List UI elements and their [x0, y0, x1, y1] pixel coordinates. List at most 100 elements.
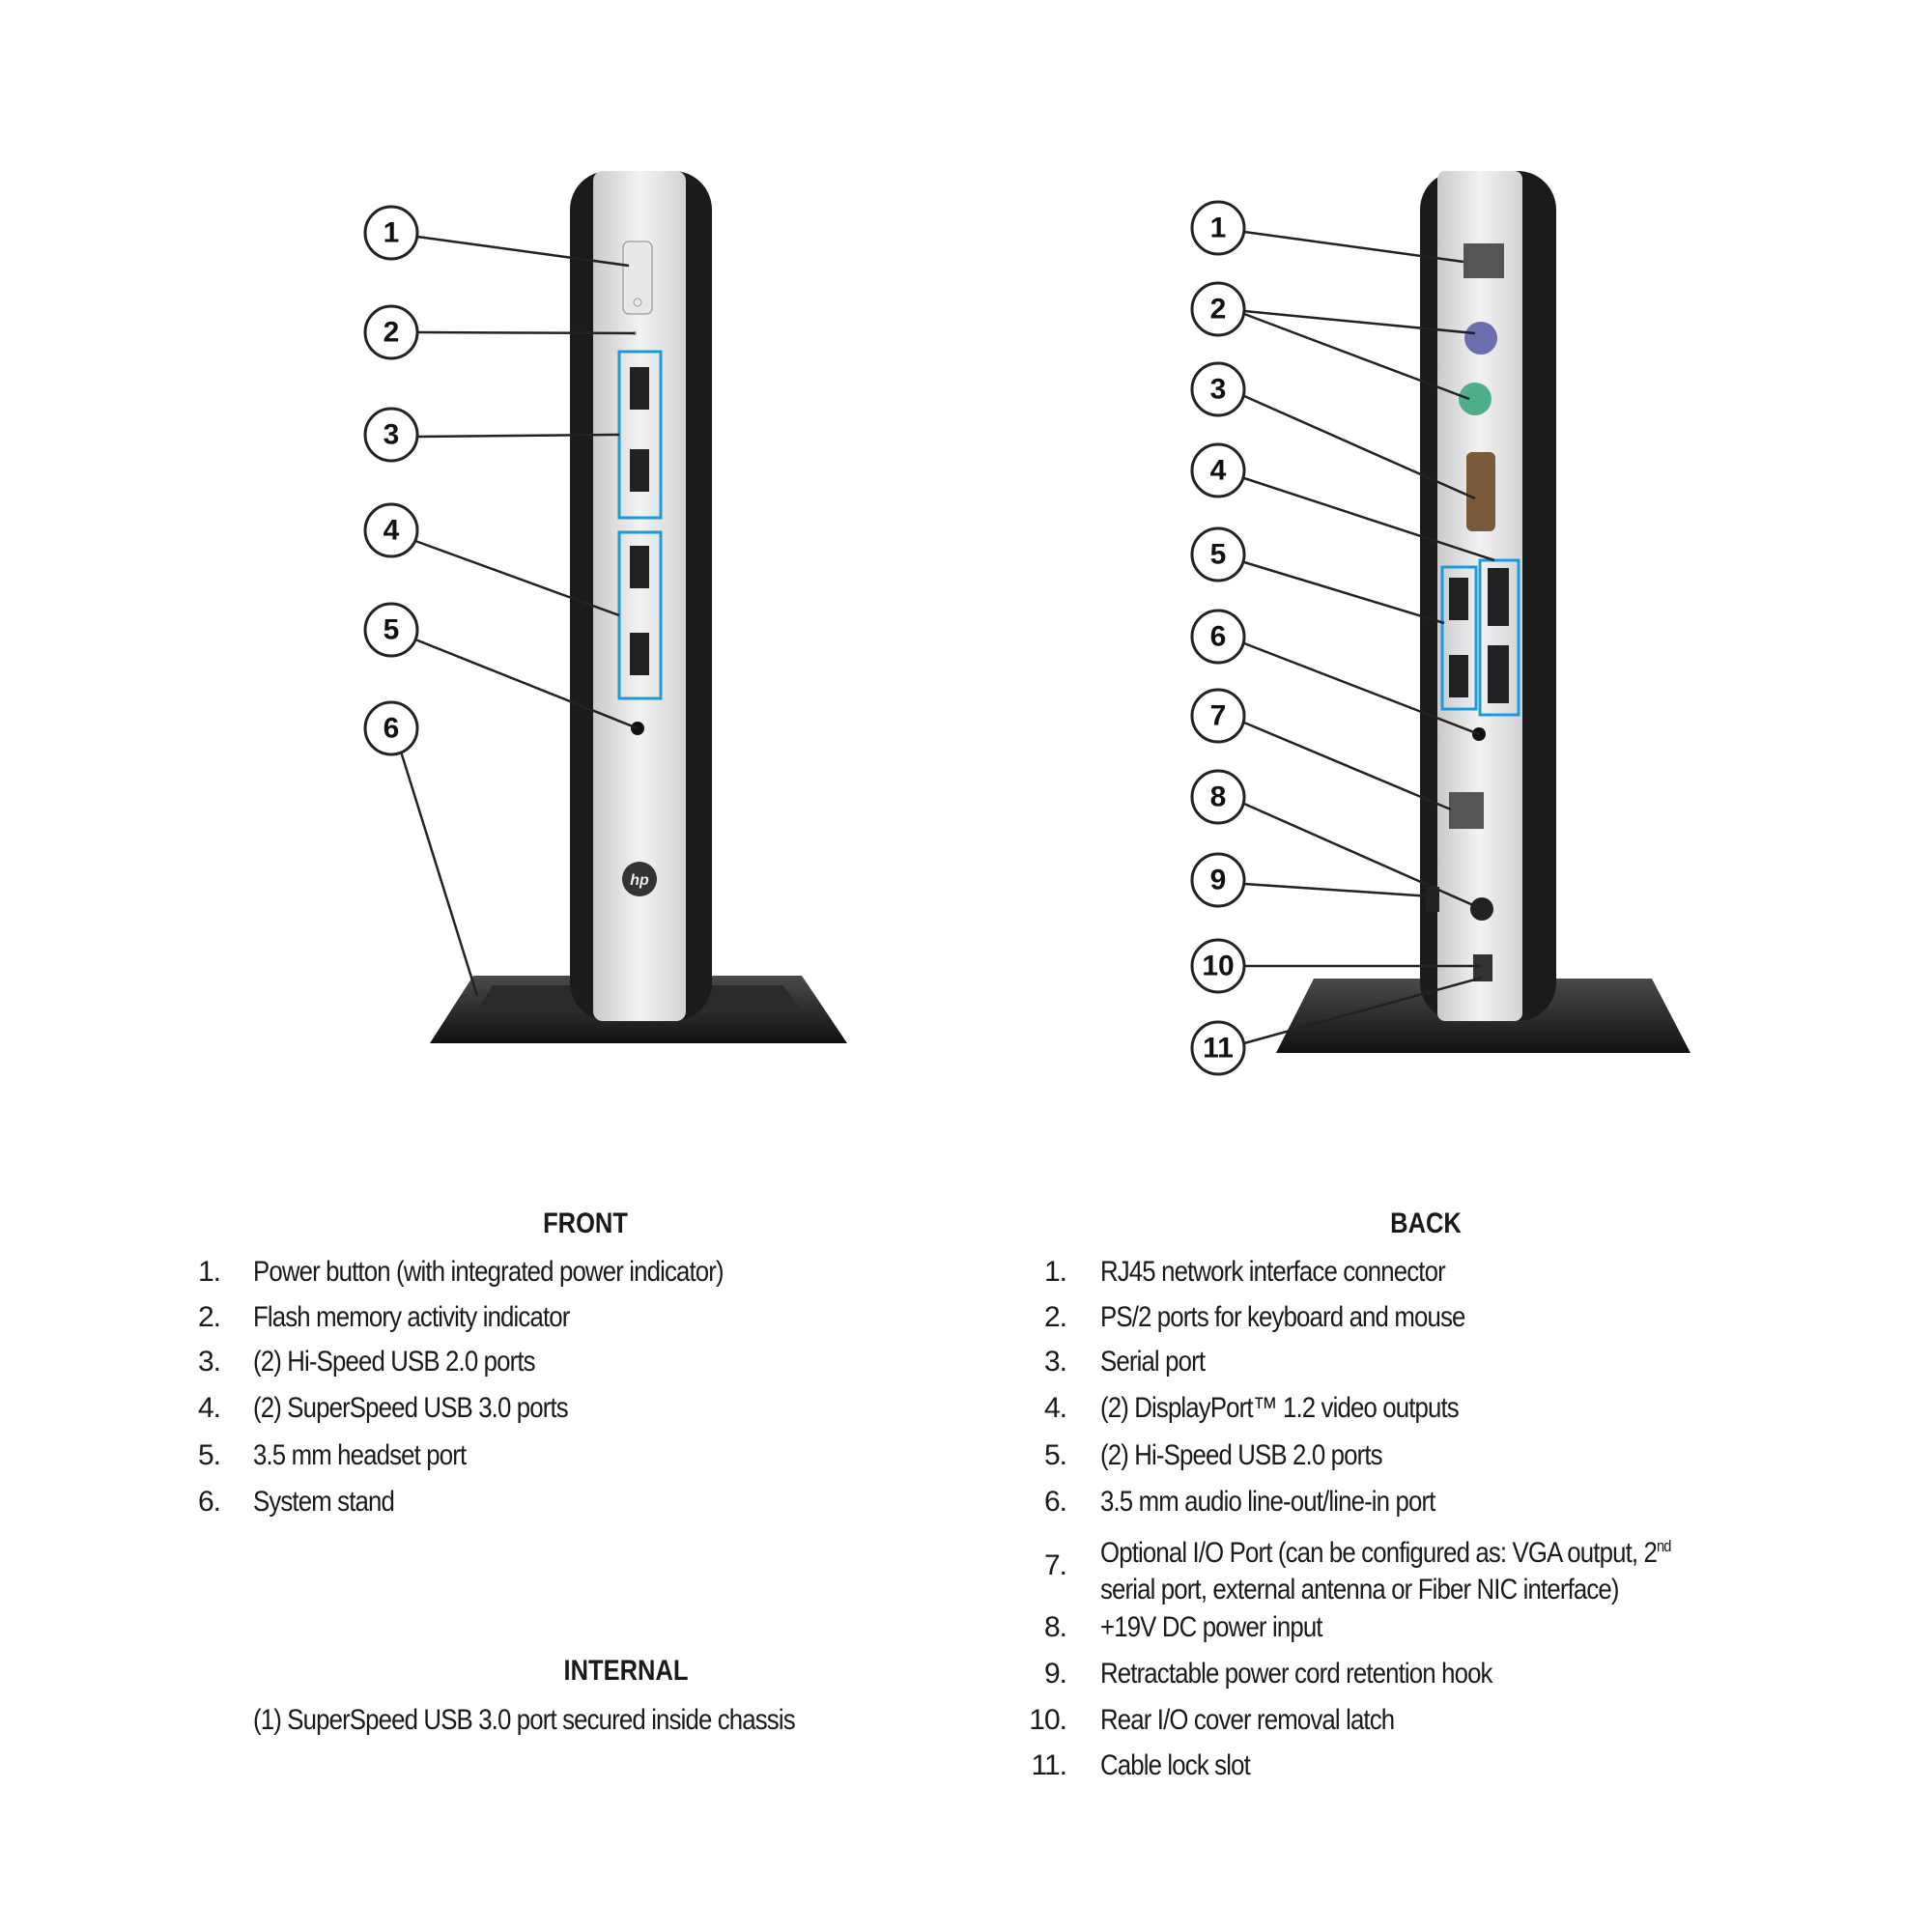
callout-number: 8	[1210, 781, 1227, 813]
item-text: (2) SuperSpeed USB 3.0 ports	[253, 1390, 569, 1427]
displayport	[1488, 568, 1509, 626]
callout-circle	[1190, 938, 1246, 994]
item-number: 5.	[197, 1439, 221, 1471]
item-number: 3.	[1043, 1346, 1067, 1378]
displayport	[1488, 645, 1509, 703]
callout-number: 2	[384, 317, 400, 349]
item-text-line: Power button (with integrated power indi…	[253, 1256, 724, 1288]
serial-port	[1466, 452, 1495, 531]
item-number: 10.	[1029, 1704, 1067, 1736]
item-text-line: Rear I/O cover removal latch	[1100, 1704, 1395, 1736]
rj45-port	[1463, 243, 1504, 278]
callout-circle	[363, 700, 419, 756]
callout-circle	[1190, 442, 1246, 498]
internal-text: (1) SuperSpeed USB 3.0 port secured insi…	[253, 1704, 796, 1736]
item-number: 4.	[1043, 1392, 1067, 1424]
item-text: System stand	[253, 1484, 395, 1520]
callout-circle	[1190, 609, 1246, 665]
item-text: 3.5 mm audio line-out/line-in port	[1100, 1484, 1435, 1520]
item-text: (2) DisplayPort™ 1.2 video outputs	[1100, 1390, 1460, 1427]
internal-heading: INTERNAL	[563, 1655, 689, 1687]
callout-number: 5	[384, 614, 400, 646]
item-text: RJ45 network interface connector	[1100, 1254, 1446, 1291]
item-text-line: Serial port	[1100, 1346, 1206, 1378]
item-text-line: (2) SuperSpeed USB 3.0 ports	[253, 1392, 569, 1424]
item-text: (2) Hi-Speed USB 2.0 ports	[1100, 1437, 1383, 1474]
item-text: Retractable power cord retention hook	[1100, 1656, 1492, 1692]
usb-port-icon	[630, 449, 649, 492]
item-number: 6.	[197, 1486, 221, 1518]
callout-circle	[363, 502, 419, 558]
callout-circle	[1190, 200, 1246, 256]
callout-number: 11	[1203, 1033, 1234, 1065]
callout-number: 6	[384, 713, 400, 745]
callout-number: 7	[1210, 700, 1227, 732]
callout-circle	[1190, 281, 1246, 337]
item-text-line: System stand	[253, 1486, 395, 1518]
ps2-keyboard-port	[1464, 322, 1497, 355]
item-text-line: 3.5 mm headset port	[253, 1439, 467, 1471]
callout-circle	[363, 304, 419, 360]
item-text-line: (2) Hi-Speed USB 2.0 ports	[1100, 1439, 1383, 1471]
item-text-line: (2) DisplayPort™ 1.2 video outputs	[1100, 1392, 1460, 1424]
optional-io-port	[1449, 792, 1484, 829]
back-heading: BACK	[1390, 1208, 1462, 1239]
item-text-line: Cable lock slot	[1100, 1749, 1251, 1781]
item-text-line: Retractable power cord retention hook	[1100, 1658, 1492, 1690]
callout-circle	[1190, 852, 1246, 908]
callout-circle	[1190, 1020, 1246, 1076]
item-text: 3.5 mm headset port	[253, 1437, 467, 1474]
power-icon	[633, 298, 642, 307]
cable-lock-slot	[1473, 954, 1492, 981]
usb-port-icon	[630, 633, 649, 675]
item-text-line: 3.5 mm audio line-out/line-in port	[1100, 1486, 1435, 1518]
item-text: Power button (with integrated power indi…	[253, 1254, 724, 1291]
item-number: 9.	[1043, 1658, 1067, 1690]
item-number: 6.	[1043, 1486, 1067, 1518]
callout-number: 3	[384, 419, 400, 451]
item-number: 1.	[1043, 1256, 1067, 1288]
item-text-line: Flash memory activity indicator	[253, 1301, 570, 1333]
item-text: +19V DC power input	[1100, 1609, 1322, 1646]
cord-hook	[1426, 887, 1439, 912]
callout-number: 6	[1210, 621, 1227, 653]
item-text-line: serial port, external antenna or Fiber N…	[1100, 1574, 1619, 1605]
back-device	[1276, 171, 1690, 1053]
item-number: 3.	[197, 1346, 221, 1378]
callout-circle	[363, 407, 419, 463]
callout-number: 10	[1202, 951, 1234, 982]
callout-circle	[1190, 688, 1246, 744]
svg-text:hp: hp	[630, 872, 649, 889]
item-number: 11.	[1031, 1749, 1067, 1781]
callout-circle	[363, 205, 419, 261]
callout-number: 3	[1210, 374, 1227, 406]
leader-lines	[399, 230, 1495, 1045]
hp-logo	[622, 862, 657, 896]
item-text-line: (2) Hi-Speed USB 2.0 ports	[253, 1346, 536, 1378]
ps2-mouse-port	[1459, 383, 1492, 415]
callout-number: 4	[1210, 455, 1227, 487]
callout-circle	[1190, 526, 1246, 582]
front-heading: FRONT	[543, 1208, 628, 1239]
item-text-line: PS/2 ports for keyboard and mouse	[1100, 1301, 1465, 1333]
item-text: (2) Hi-Speed USB 2.0 ports	[253, 1344, 536, 1380]
item-text: Cable lock slot	[1100, 1747, 1251, 1784]
callout-number: 4	[384, 515, 400, 547]
usb-port-icon	[630, 367, 649, 410]
item-number: 2.	[1043, 1301, 1067, 1333]
item-number: 1.	[197, 1256, 221, 1288]
item-number: 8.	[1043, 1611, 1067, 1643]
item-text: Flash memory activity indicator	[253, 1299, 570, 1336]
superscript: nd	[1656, 1537, 1671, 1555]
callout-circle	[1190, 361, 1246, 417]
item-text: Optional I/O Port (can be configured as:…	[1100, 1528, 1671, 1608]
item-number: 7.	[1043, 1549, 1067, 1581]
power-button	[622, 241, 653, 315]
item-number: 5.	[1043, 1439, 1067, 1471]
callout-number: 9	[1210, 865, 1227, 896]
item-text: PS/2 ports for keyboard and mouse	[1100, 1299, 1465, 1336]
callout-circle	[1190, 769, 1246, 825]
callout-number: 1	[384, 217, 400, 249]
item-text-line: +19V DC power input	[1100, 1611, 1322, 1643]
